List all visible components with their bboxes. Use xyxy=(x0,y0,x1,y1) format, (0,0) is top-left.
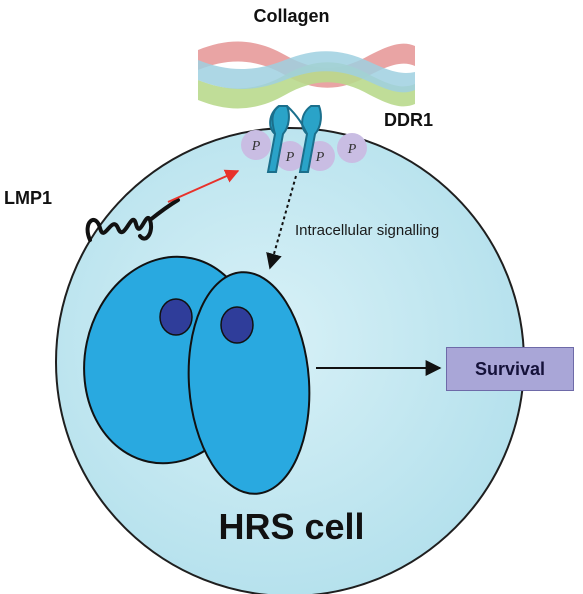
survival-box: Survival xyxy=(446,347,574,391)
ddr1-receptor-icon xyxy=(266,105,322,173)
phospho-label-2: P xyxy=(285,150,295,165)
survival-label: Survival xyxy=(474,358,546,379)
phospho-label-3: P xyxy=(315,150,325,165)
signalling-label: Intracellular signalling xyxy=(295,222,440,239)
signalling-arrow xyxy=(266,175,297,270)
phospho-group: P P P P xyxy=(241,130,367,171)
collagen-helix-icon xyxy=(198,41,415,109)
nucleus-group xyxy=(83,255,311,495)
phospho-label-1: P xyxy=(251,139,261,154)
collagen-label: Collagen xyxy=(253,6,330,26)
hrs-cell-label: HRS cell xyxy=(218,506,365,547)
nucleus-right xyxy=(187,271,311,495)
lmp1-activation-arrow xyxy=(167,169,240,203)
nucleolus-left xyxy=(159,298,193,336)
nucleolus-right xyxy=(220,306,254,344)
lmp1-label: LMP1 xyxy=(4,188,53,208)
ddr1-label: DDR1 xyxy=(384,110,434,130)
phospho-label-4: P xyxy=(347,142,357,157)
lmp1-protein-icon xyxy=(85,198,180,242)
